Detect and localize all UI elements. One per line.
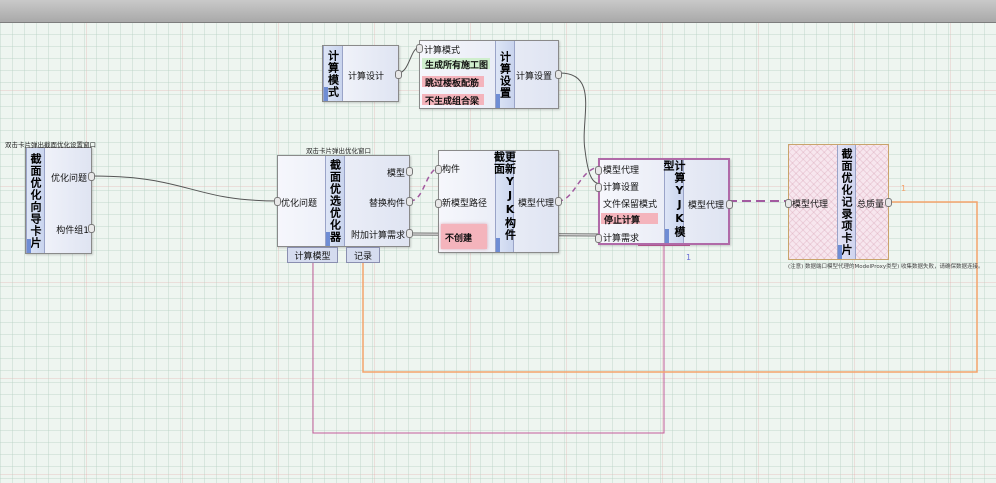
wizard-problem-grip[interactable] [88,172,95,181]
calc-yjk-title: 计算YJK模型 [662,160,686,243]
calc-settings-output-grip[interactable] [555,70,562,79]
yjk-input-proxy: 模型代理 [603,166,640,176]
optimizer-output-replace: 替换构件 [368,199,405,209]
optimizer-model-grip[interactable] [406,167,413,176]
optimizer-node[interactable]: 优化问题 截面优选优化器 模型 替换构件 附加计算需求 [274,155,413,247]
update-yjk-title: 更新YJK构件截面 [493,151,517,252]
optimizer-output-model: 模型 [386,169,405,179]
update-path-grip[interactable] [435,199,442,208]
tab-calc-model[interactable]: 计算模型 [287,247,338,263]
update-output-proxy: 模型代理 [517,199,554,209]
optimizer-input-label: 优化问题 [281,199,318,209]
record-mass-grip[interactable] [885,198,892,207]
record-count: 1 [901,184,907,193]
top-toolbar [0,0,996,23]
wire-proxy-to-yjk [557,166,602,202]
yjk-proxy-out-grip[interactable] [726,200,733,209]
calc-settings-input-label: 计算模式 [424,46,461,56]
optimizer-extra-grip[interactable] [406,229,413,238]
option-skip-slab[interactable]: 跳过楼板配筋 [422,76,484,89]
update-flag-label: 不创建 [445,234,473,244]
record-card-node[interactable]: 模型代理 截面优化记录项卡片 总质量 [785,144,892,260]
yjk-count: 1 [686,253,692,262]
calc-settings-output-label: 计算设置 [515,72,552,82]
yjk-stop-label: 停止计算 [604,216,641,226]
tab-record-label: 记录 [353,251,372,262]
yjk-stop-calc[interactable]: 停止计算 [601,213,658,226]
update-input-component: 构件 [442,165,461,175]
update-flag-no-create[interactable]: 不创建 [441,224,487,249]
wire-replace-to-component [409,166,442,202]
yjk-settings-in-grip[interactable] [595,183,602,192]
option-generate-drawings-label: 生成所有施工图 [425,61,489,71]
calc-settings-node[interactable]: 计算模式 生成所有施工图 跳过楼板配筋 不生成组合梁 计算设置 计算设置 [416,40,562,109]
record-hint: (注意) 数据端口模型代理的ModelProxy类型) 收集数据失败，请确保数据… [788,264,984,270]
update-component-grip[interactable] [435,165,442,174]
record-proxy-grip[interactable] [785,199,792,208]
wire-settings-to-yjk [559,72,602,185]
tab-calc-model-label: 计算模型 [294,251,331,262]
yjk-proxy-in-grip[interactable] [595,166,602,175]
optimize-wizard-node[interactable]: 截面优化向导卡片 优化问题 构件组1 [25,147,95,254]
optimizer-title: 截面优选优化器 [325,156,345,246]
wizard-output-group: 构件组1 [56,226,89,236]
yjk-input-demand: 计算需求 [603,234,640,244]
update-proxy-grip[interactable] [555,197,562,206]
wizard-output-problem: 优化问题 [50,174,87,184]
optimizer-input-grip[interactable] [274,197,281,206]
update-yjk-node[interactable]: 构件 新模型路径 不创建 更新YJK构件截面 模型代理 [435,150,562,253]
tab-record[interactable]: 记录 [346,247,380,263]
calc-mode-node[interactable]: 计算模式 计算设计 [322,45,402,102]
record-output-mass: 总质量 [856,200,884,210]
yjk-input-file-mode: 文件保留模式 [603,200,658,210]
calc-settings-title: 计算设置 [495,41,515,108]
optimizer-replace-grip[interactable] [406,197,413,206]
calc-mode-title: 计算模式 [323,46,343,101]
calc-settings-input-grip[interactable] [416,44,423,53]
record-card-title: 截面优化记录项卡片 [837,145,856,259]
optimizer-output-extra: 附加计算需求 [350,231,405,241]
optimizer-hint: 双击卡片弹出优化窗口 [306,147,371,155]
calc-mode-output-label: 计算设计 [347,72,384,82]
optimize-wizard-hint: 双击卡片弹出截面优化设置窗口 [5,141,96,149]
wizard-group-grip[interactable] [88,224,95,233]
record-input-proxy: 模型代理 [792,200,829,210]
yjk-input-settings: 计算设置 [603,183,640,193]
optimize-wizard-title: 截面优化向导卡片 [26,148,45,253]
wire-record-loop [362,201,978,373]
yjk-output-proxy: 模型代理 [687,201,724,211]
wire-problem-to-optimizer [91,175,280,202]
option-generate-drawings[interactable]: 生成所有施工图 [422,58,490,71]
update-input-path: 新模型路径 [442,199,488,209]
option-no-composite-beam[interactable]: 不生成组合梁 [422,94,484,107]
option-skip-slab-label: 跳过楼板配筋 [425,79,480,89]
calc-yjk-node[interactable]: 模型代理 计算设置 文件保留模式 停止计算 计算需求 计算YJK模型 模型代理 [595,158,733,245]
yjk-demand-in-grip[interactable] [595,234,602,243]
wire-calc-model-loop [312,243,665,434]
calc-mode-output-grip[interactable] [395,70,402,79]
option-no-composite-beam-label: 不生成组合梁 [425,97,480,107]
